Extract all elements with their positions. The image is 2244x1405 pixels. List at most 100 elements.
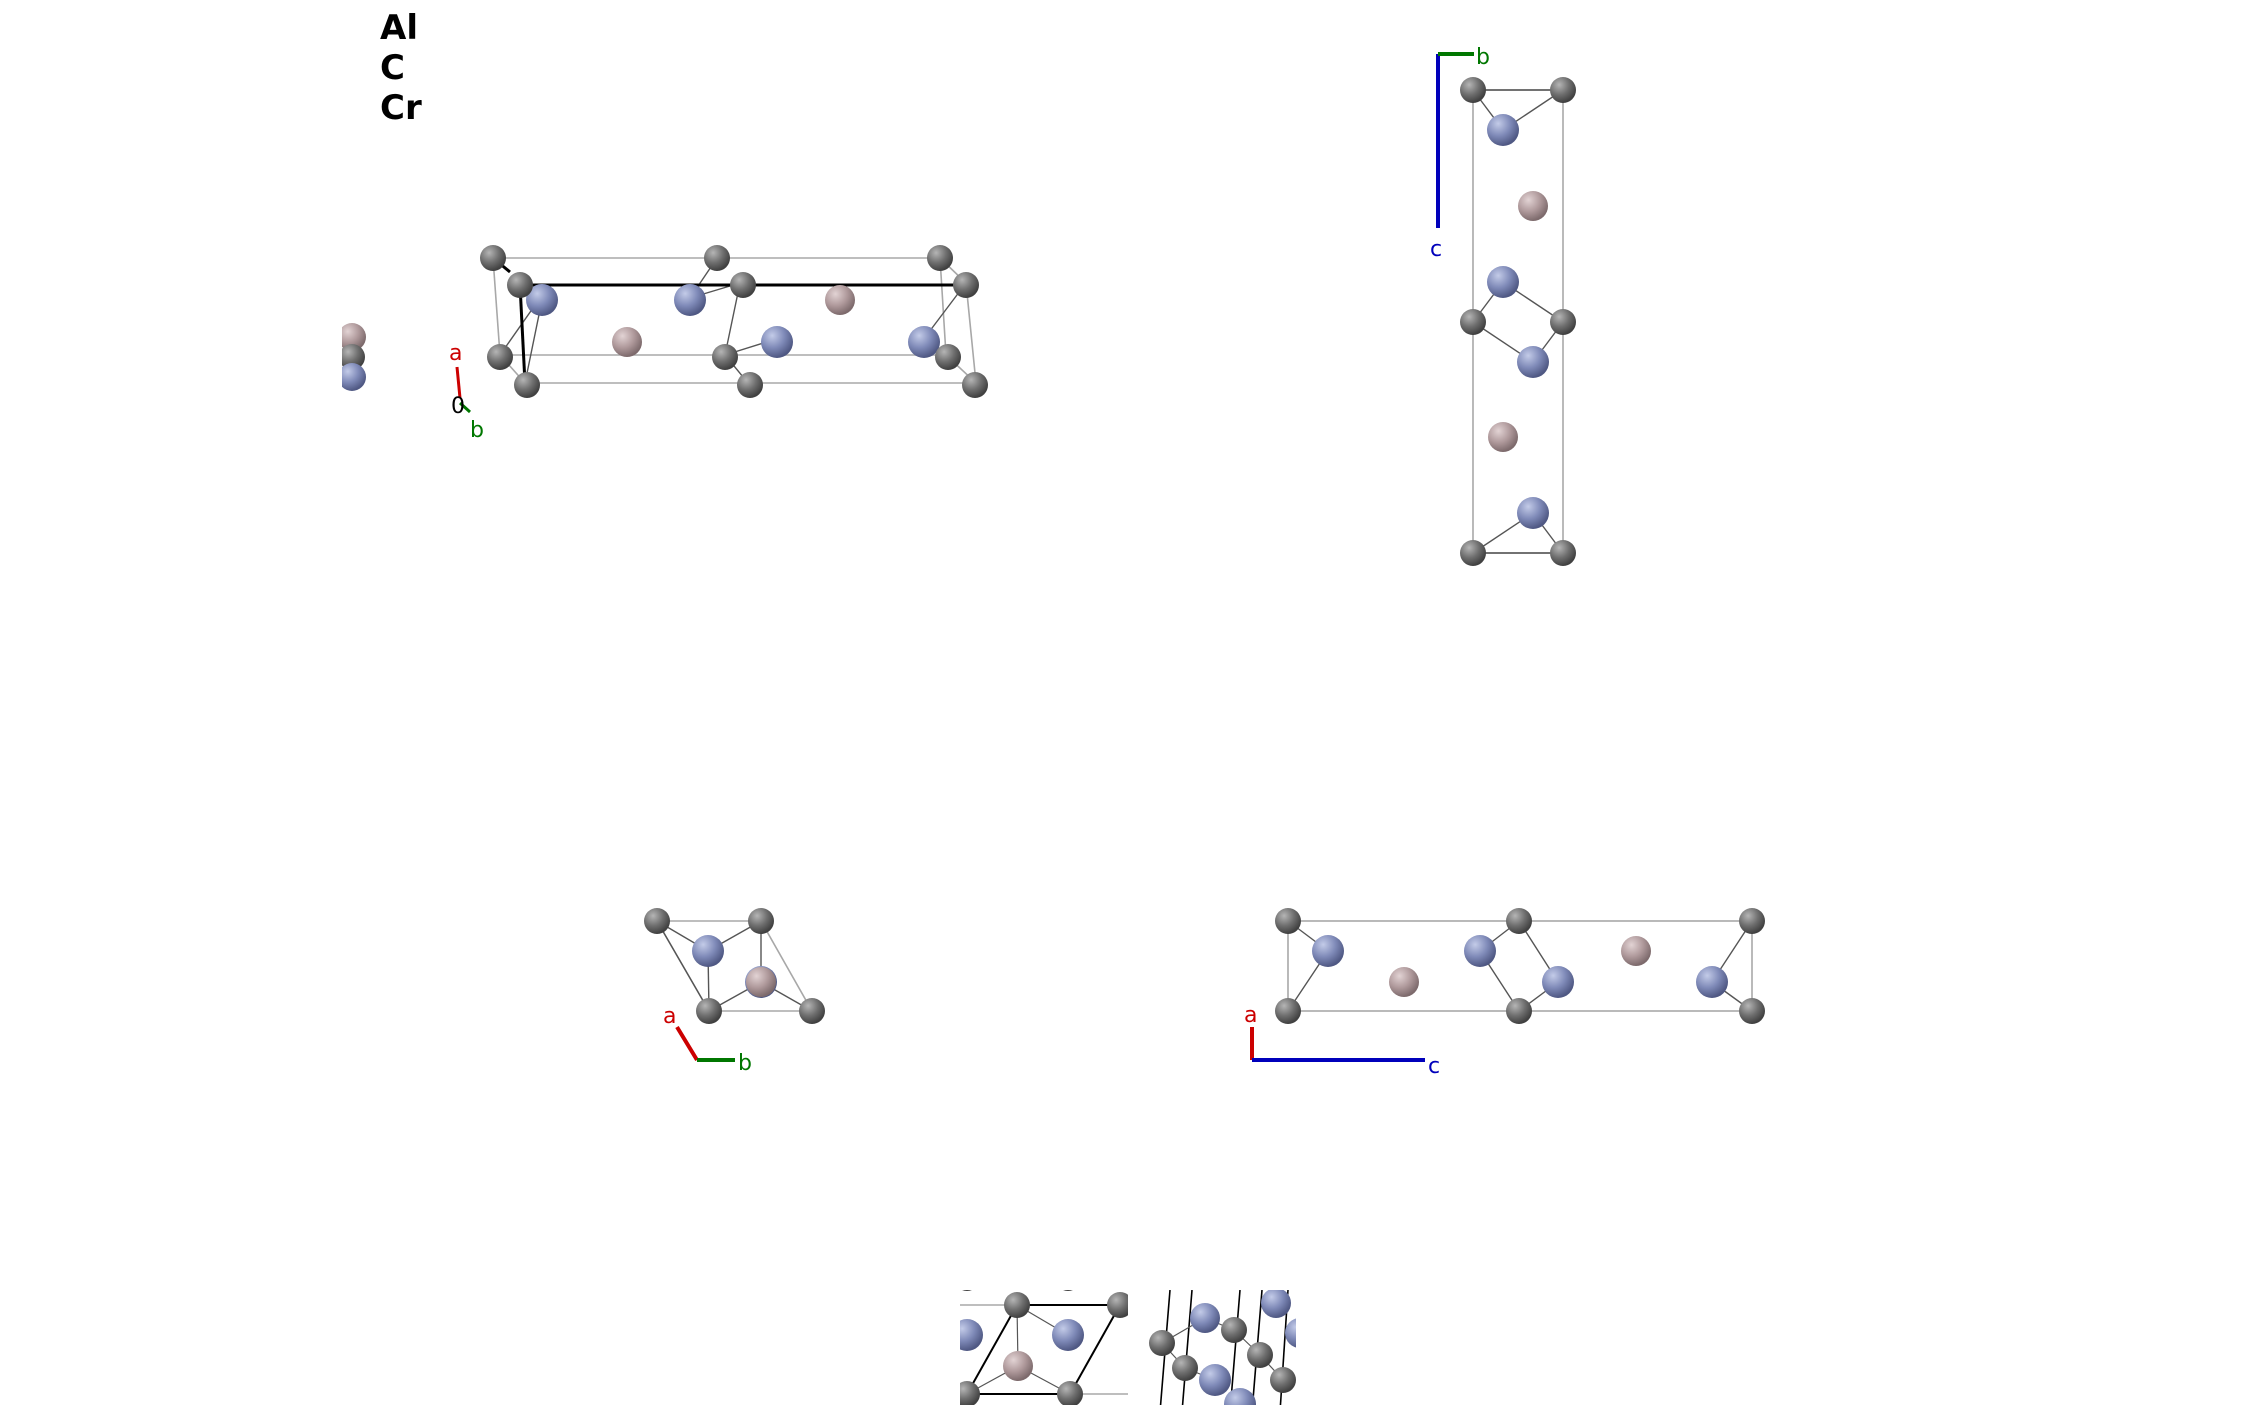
cr-atom <box>1696 966 1728 998</box>
c-atom <box>1550 540 1576 566</box>
axis-label-b: b <box>738 1051 752 1076</box>
cr-atom <box>1052 1319 1084 1351</box>
c-atom <box>480 245 506 271</box>
axis-label-a: a <box>663 1004 676 1029</box>
cr-atom <box>526 284 558 316</box>
c-atom <box>514 372 540 398</box>
al-atom <box>1003 1351 1033 1381</box>
c-atom <box>1275 908 1301 934</box>
c-atom <box>507 272 533 298</box>
cr-atom <box>1487 266 1519 298</box>
cr-atom <box>1487 114 1519 146</box>
c-atom <box>1172 1355 1198 1381</box>
c-atom <box>1550 77 1576 103</box>
legend-c: C <box>380 48 405 88</box>
view-bc-plane: b c <box>1430 45 1576 566</box>
c-atom <box>1506 908 1532 934</box>
view-ac-plane: a c <box>1244 908 1765 1079</box>
c-atom <box>704 245 730 271</box>
c-atom <box>644 908 670 934</box>
unit-cell-edges <box>1287 920 1753 1012</box>
bonds <box>1287 920 1753 1012</box>
axis-label-b: b <box>1476 45 1490 70</box>
axis-label-origin: 0 <box>451 394 465 419</box>
legend-cr: Cr <box>380 88 422 128</box>
cr-atom <box>908 326 940 358</box>
axis-label-b: b <box>470 418 484 443</box>
axis-triad-4: a c <box>1244 1003 1440 1079</box>
c-atom <box>730 272 756 298</box>
cr-atom <box>338 363 366 391</box>
cr-atom <box>1517 346 1549 378</box>
al-atom <box>746 967 776 997</box>
atoms <box>320 245 988 400</box>
c-atom <box>1149 1330 1175 1356</box>
cr-atom <box>674 284 706 316</box>
view-perspective: a 0 b <box>320 245 988 443</box>
c-atom <box>1063 1290 1073 1291</box>
legend-al: Al <box>380 8 418 48</box>
cr-atom <box>1542 966 1574 998</box>
axis-triad-3: a b <box>663 1004 752 1076</box>
view-ab-plane: a b <box>644 908 825 1076</box>
c-atom <box>1460 540 1486 566</box>
c-atom <box>799 998 825 1024</box>
c-atom <box>1550 309 1576 335</box>
cr-atom <box>1224 1388 1256 1405</box>
cr-atom <box>1199 1364 1231 1396</box>
c-atom <box>1739 998 1765 1024</box>
bonds <box>656 920 813 1012</box>
c-atom <box>935 344 961 370</box>
cr-atom <box>761 326 793 358</box>
c-atom <box>339 344 365 370</box>
cr-atom <box>1190 1303 1220 1333</box>
c-atom <box>1460 309 1486 335</box>
c-atom <box>1107 1292 1128 1318</box>
cr-atom <box>1517 497 1549 529</box>
element-legend: Al C Cr <box>380 8 422 128</box>
c-atom <box>1221 1317 1247 1343</box>
c-atom <box>962 1290 972 1291</box>
thumbnail-supercell-oblique <box>1149 1290 1296 1405</box>
bonds <box>1472 89 1564 554</box>
cr-atom <box>1312 935 1344 967</box>
al-atom <box>1518 191 1548 221</box>
atoms <box>1460 77 1576 566</box>
c-atom <box>1057 1381 1083 1405</box>
axis-triad-2: b c <box>1430 45 1490 262</box>
atoms <box>644 908 825 1024</box>
al-atom <box>1488 422 1518 452</box>
al-atom <box>825 285 855 315</box>
c-atom <box>1004 1292 1030 1318</box>
axis-triad-1: a 0 b <box>449 341 484 443</box>
cr-atom <box>1261 1290 1291 1318</box>
c-atom <box>1275 998 1301 1024</box>
c-atom <box>960 1381 980 1405</box>
c-atom <box>1270 1367 1296 1393</box>
c-atom <box>712 344 738 370</box>
c-atom <box>962 372 988 398</box>
atoms <box>1275 908 1765 1024</box>
unit-cell-edges <box>1472 89 1564 554</box>
c-atom <box>1739 908 1765 934</box>
c-atom <box>748 908 774 934</box>
cr-atom <box>692 935 724 967</box>
cr-atom <box>960 1319 983 1351</box>
thumbnail-supercell-ab <box>960 1290 1128 1405</box>
c-atom <box>487 344 513 370</box>
c-atom <box>1506 998 1532 1024</box>
al-atom <box>1621 936 1651 966</box>
c-atom <box>1247 1342 1273 1368</box>
cr-atom <box>1285 1318 1296 1348</box>
cr-atom <box>1464 935 1496 967</box>
al-atom <box>338 323 366 351</box>
axis-label-c: c <box>1428 1054 1440 1079</box>
al-atom <box>1389 967 1419 997</box>
c-atom <box>953 272 979 298</box>
axis-label-a: a <box>1244 1003 1257 1028</box>
axis-label-a: a <box>449 341 462 366</box>
c-atom <box>737 372 763 398</box>
unit-cell-edges <box>492 257 977 384</box>
c-atom <box>696 998 722 1024</box>
